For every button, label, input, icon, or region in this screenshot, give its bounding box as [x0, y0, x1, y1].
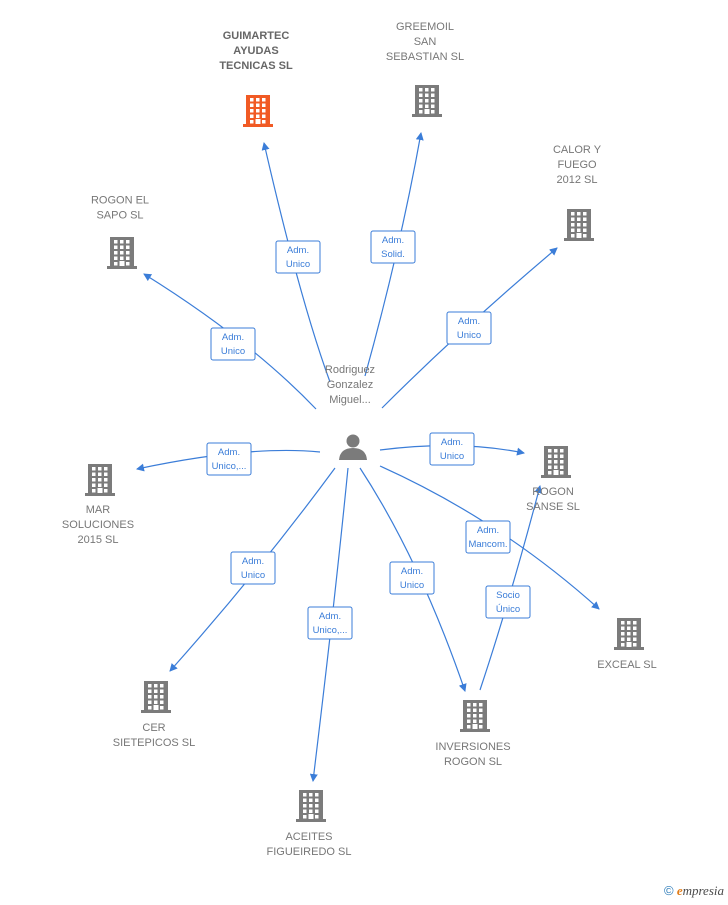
- company-exceal-label-line: EXCEAL SL: [597, 659, 657, 671]
- company-mar-label-line: SOLUCIONES: [62, 519, 134, 531]
- building-icon: [243, 95, 273, 127]
- company-rogon-sapo-label-line: ROGON EL: [91, 195, 149, 207]
- company-node-rogon-sanse[interactable]: ROGON SANSE SL: [526, 446, 580, 513]
- edge-label-text: Adm.: [458, 316, 480, 327]
- brand-initial: e: [676, 883, 683, 898]
- edge-labels-layer: Adm.UnicoAdm.Solid.Adm.UnicoAdm.UnicoAdm…: [206, 230, 531, 640]
- company-node-greemoil[interactable]: GREEMOIL SAN SEBASTIAN SL: [386, 21, 464, 117]
- building-icon: [296, 790, 326, 822]
- edge-label-box[interactable]: Adm. Unico: [389, 561, 435, 595]
- company-node-rogon-sapo[interactable]: ROGON EL SAPO SL: [91, 195, 149, 270]
- edge-label-text: Mancom.: [468, 539, 507, 550]
- building-icon: [85, 464, 115, 496]
- edge-label-text: Unico,...: [313, 625, 348, 636]
- company-inversiones-label-line: ROGON SL: [444, 756, 502, 768]
- edge-label-text: Unico: [241, 570, 265, 581]
- company-greemoil-label-line: SAN: [414, 36, 437, 48]
- building-icon: [107, 237, 137, 269]
- edge-label-box[interactable]: Adm. Unico: [210, 327, 256, 361]
- edge-label-box[interactable]: Adm. Unico: [230, 551, 276, 585]
- edge-label-text: Unico: [221, 346, 245, 357]
- person-icon: [339, 434, 367, 460]
- company-rogon-sanse-label-line: ROGON: [532, 486, 574, 498]
- edge-label-text: Adm.: [218, 447, 240, 458]
- company-rogon-sanse-label-line: SANSE SL: [526, 501, 580, 513]
- company-mar-label-line: MAR: [86, 504, 111, 516]
- edge-label-box[interactable]: Adm. Unico: [429, 432, 475, 466]
- company-cer-label-line: CER: [142, 722, 165, 734]
- company-inversiones-label-line: INVERSIONES: [435, 741, 510, 753]
- edge-line: [261, 142, 331, 383]
- edge-label-text: Adm.: [242, 556, 264, 567]
- edge-label-text: Socio: [496, 590, 520, 601]
- edge-label-text: Adm.: [287, 245, 309, 256]
- company-rogon-sapo-label-line: SAPO SL: [96, 210, 143, 222]
- edge-label-text: Adm.: [477, 525, 499, 536]
- building-icon: [460, 700, 490, 732]
- edge-label-text: Adm.: [441, 437, 463, 448]
- building-icon: [141, 681, 171, 713]
- edge-label-text: Único: [496, 604, 520, 615]
- company-aceites-label-line: FIGUEIREDO SL: [267, 846, 352, 858]
- company-calor-label-line: 2012 SL: [557, 174, 598, 186]
- building-icon: [541, 446, 571, 478]
- edge-label-text: Adm.: [401, 566, 423, 577]
- edge-label-text: Unico: [457, 330, 481, 341]
- center-person-label-line: Rodriguez: [325, 364, 375, 376]
- brand-name: mpresia: [682, 883, 724, 898]
- edge-label-box[interactable]: Adm. Solid.: [370, 230, 416, 264]
- company-node-inversiones[interactable]: INVERSIONES ROGON SL: [435, 700, 511, 768]
- edge-label-box[interactable]: Adm. Unico: [275, 240, 321, 274]
- copyright-icon: ©: [663, 883, 674, 898]
- edge-label-text: Unico: [286, 259, 310, 270]
- company-calor-label-line: FUEGO: [557, 159, 597, 171]
- company-greemoil-label-line: SEBASTIAN SL: [386, 51, 464, 63]
- company-mar-label-line: 2015 SL: [78, 534, 119, 546]
- edge-label-text: Unico: [440, 451, 464, 462]
- company-guimartec-label-line: AYUDAS: [233, 45, 278, 57]
- company-node-mar[interactable]: MAR SOLUCIONES 2015 SL: [62, 464, 134, 546]
- edge-label-text: Adm.: [382, 235, 404, 246]
- edge-label-box[interactable]: Adm. Unico: [446, 311, 492, 345]
- company-calor-label-line: CALOR Y: [553, 144, 602, 156]
- edge-label-text: Adm.: [319, 611, 341, 622]
- edge-label-text: Solid.: [381, 249, 405, 260]
- company-greemoil-label-line: GREEMOIL: [396, 21, 454, 33]
- building-icon: [614, 618, 644, 650]
- company-aceites-label-line: ACEITES: [285, 831, 332, 843]
- edge-label-text: Unico,...: [212, 461, 247, 472]
- edge-label-box[interactable]: Adm. Mancom.: [465, 520, 511, 554]
- company-cer-label-line: SIETEPICOS SL: [113, 737, 196, 749]
- company-node-calor[interactable]: CALOR Y FUEGO 2012 SL: [553, 144, 602, 241]
- company-node-cer[interactable]: CER SIETEPICOS SL: [113, 681, 196, 749]
- edge-label-text: Unico: [400, 580, 424, 591]
- edge-label-box[interactable]: Adm. Unico,...: [307, 606, 353, 640]
- building-icon: [412, 85, 442, 117]
- edge-label-box[interactable]: Adm. Unico,...: [206, 442, 252, 476]
- company-node-guimartec[interactable]: GUIMARTEC AYUDAS TECNICAS SL: [219, 30, 293, 127]
- company-node-aceites[interactable]: ACEITES FIGUEIREDO SL: [267, 790, 352, 858]
- center-person-label-line: Miguel...: [329, 394, 371, 406]
- edge-label-text: Adm.: [222, 332, 244, 343]
- company-node-exceal[interactable]: EXCEAL SL: [597, 618, 657, 671]
- company-guimartec-label-line: TECNICAS SL: [219, 60, 293, 72]
- center-person-label-line: Gonzalez: [327, 379, 373, 391]
- company-guimartec-label-line: GUIMARTEC: [223, 30, 290, 42]
- building-icon: [564, 209, 594, 241]
- empresia-watermark: © empresia: [664, 883, 724, 899]
- edges-layer: [136, 132, 600, 782]
